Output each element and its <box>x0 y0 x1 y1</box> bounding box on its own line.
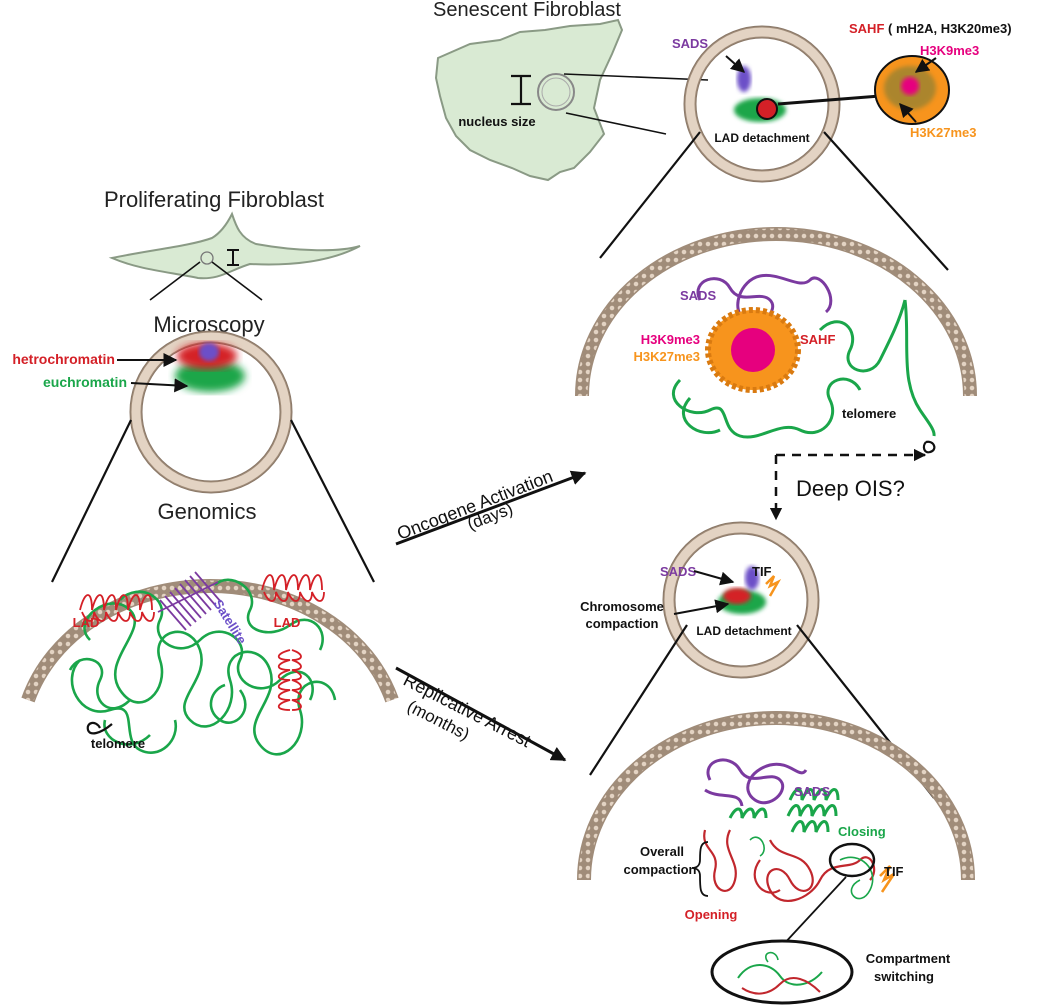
compartment-switching-fibers <box>737 951 823 995</box>
replicative-green-fiber <box>749 836 874 900</box>
telomere-label: telomere <box>91 736 145 751</box>
ois-telomere-icon <box>922 440 936 454</box>
opening-label: Opening <box>685 907 738 922</box>
replicative-sads-bottom-label: SADS <box>794 784 830 799</box>
genomics-title: Genomics <box>157 499 256 524</box>
compartment-label: Compartment <box>866 951 951 966</box>
replicative-sads-label: SADS <box>660 564 696 579</box>
opening-fiber <box>703 829 876 902</box>
satellite-label: Satellite <box>210 597 249 647</box>
lad-coil-left <box>79 594 155 622</box>
senescent-panel: Senescent Fibroblast nucleus size SADS L… <box>433 0 1012 454</box>
overall-label: Overall <box>640 844 684 859</box>
heterochromatin-label: hetrochromatin <box>12 351 115 367</box>
replicative-sads-fiber <box>704 758 808 807</box>
replicative-tif-label: TIF <box>752 564 772 579</box>
replicative-chromatin-blob <box>718 566 766 614</box>
tif-lightning-icon <box>765 575 782 597</box>
closing-coils <box>728 788 840 833</box>
chromosome-label: Chromosome <box>580 599 664 614</box>
tif-bottom-label: TIF <box>884 864 904 879</box>
senescent-cell <box>434 18 624 182</box>
ois-euchromatin-fiber <box>672 299 936 439</box>
lad-right-label: LAD <box>274 615 301 630</box>
size-bar-icon <box>227 249 239 266</box>
sads-mid-label: SADS <box>680 288 716 303</box>
euchromatin-label: euchromatin <box>43 374 127 390</box>
nucleus-size-label: nucleus size <box>458 114 535 129</box>
compartment-switching-inset <box>710 939 854 1005</box>
h3k27me3-mid-label: H3K27me3 <box>634 349 701 364</box>
sahf-body <box>705 307 801 393</box>
tif-bottom-lightning-icon <box>879 865 896 893</box>
replicative-lad-detachment-label: LAD detachment <box>696 624 791 638</box>
senescent-nucleus <box>537 73 575 111</box>
h3k9me3-mid-label: H3K9me3 <box>641 332 700 347</box>
lad-left-label: LAD <box>73 615 100 630</box>
sahf-top-label: SAHF ( mH2A, H3K20me3) <box>849 21 1012 36</box>
closing-label: Closing <box>838 824 886 839</box>
deep-ois-label: Deep OIS? <box>796 476 905 501</box>
switching-label: switching <box>874 969 934 984</box>
senescent-title: Senescent Fibroblast <box>433 0 621 21</box>
lad-detachment-top-label: LAD detachment <box>714 131 809 145</box>
sahf-mid-label: SAHF <box>800 332 835 347</box>
h3k9me3-inset-label: H3K9me3 <box>920 43 979 58</box>
proliferating-title: Proliferating Fibroblast <box>104 187 324 212</box>
ois-telomere-label: telomere <box>842 406 896 421</box>
satellite-repeat-icon <box>157 571 222 631</box>
senescent-chromatin-blob <box>734 66 786 122</box>
replicative-arrow <box>395 666 567 762</box>
oncogene-arrow <box>395 470 587 546</box>
replicative-panel: SADS TIF Chromosome compaction LAD detac… <box>577 521 975 1005</box>
compartment-highlight-circle <box>828 842 876 878</box>
h3k27me3-inset-label: H3K27me3 <box>910 125 977 140</box>
sads-top-label: SADS <box>672 36 708 51</box>
microscopy-chromatin <box>175 343 245 392</box>
proliferating-nucleus <box>200 251 214 265</box>
proliferating-cell <box>108 211 361 280</box>
nucleus-size-bar-icon <box>511 74 531 106</box>
lad-coil-lower-right <box>277 649 302 711</box>
chromosome-compaction-label: compaction <box>586 616 659 631</box>
lad-coil-right <box>261 574 325 602</box>
overall-compaction-brace-icon <box>691 841 709 897</box>
proliferating-panel: Proliferating Fibroblast Microscopy hetr… <box>12 187 399 756</box>
telomere-icon <box>86 721 113 735</box>
overall-compaction-label: compaction <box>624 862 697 877</box>
